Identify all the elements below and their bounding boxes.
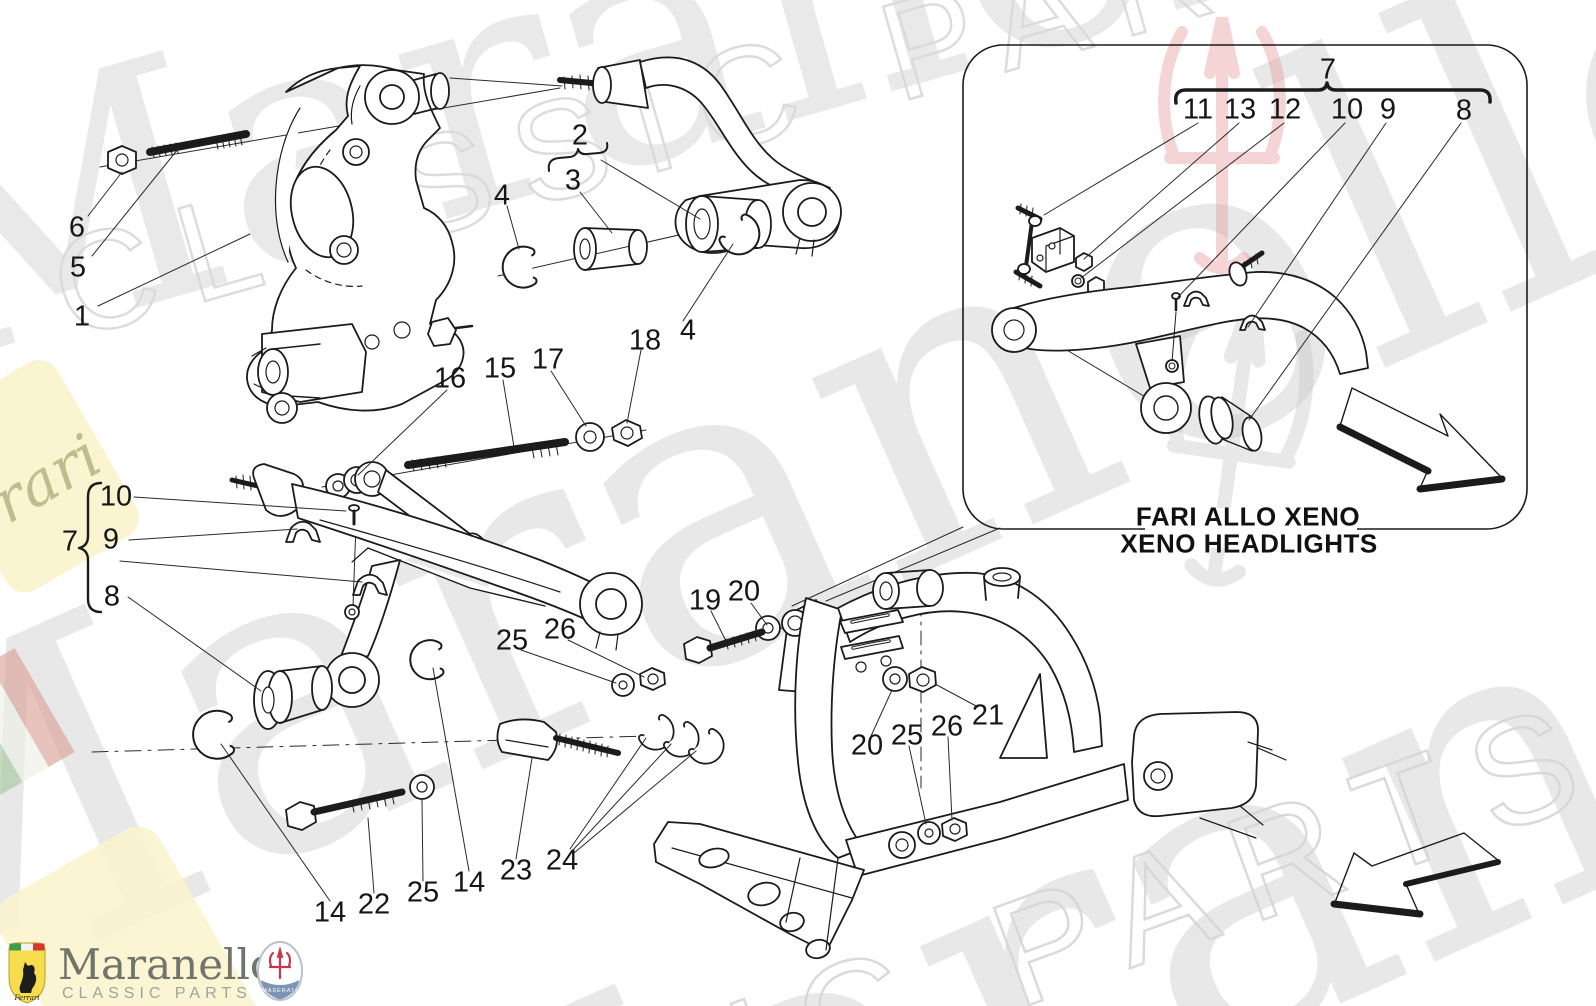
callout-26: 26	[930, 710, 964, 743]
lower-arm	[192, 463, 666, 760]
leader-lines	[87, 122, 1462, 902]
callout-4: 4	[679, 314, 697, 347]
maserati-badge-icon: MASERATI	[257, 941, 303, 1001]
direction-arrow-icon	[1330, 832, 1501, 918]
callout-26: 26	[543, 613, 577, 646]
upper-arm	[501, 56, 842, 289]
flag-watermark	[0, 648, 75, 797]
logo-brand-text: Maranello	[58, 940, 276, 989]
callout-16: 16	[433, 362, 467, 395]
callout-9: 9	[102, 523, 120, 556]
callout-15: 15	[483, 352, 517, 385]
callout-8: 8	[103, 580, 121, 613]
bottom-hardware	[285, 714, 725, 831]
knuckle-part	[246, 64, 474, 424]
callout-11: 11	[1182, 93, 1214, 126]
callout-25: 25	[890, 719, 924, 752]
subframe	[653, 567, 1287, 960]
maserati-label: MASERATI	[262, 988, 298, 994]
callout-12: 12	[1268, 93, 1302, 126]
ferrari-shield-watermark-bottom	[0, 826, 263, 1006]
inset-arrow-icon	[1336, 387, 1506, 493]
callout-19: 19	[688, 584, 722, 617]
braces	[77, 142, 609, 614]
callout-18: 18	[628, 324, 662, 357]
callout-10: 10	[1330, 93, 1364, 126]
logo-subtitle-text: CLASSIC PARTS	[62, 985, 252, 1002]
ferrari-shield-icon: Ferrari	[8, 942, 46, 1004]
callout-2: 2	[571, 119, 589, 152]
callout-22: 22	[357, 888, 391, 921]
callout-25: 25	[495, 624, 529, 657]
maranello-logo: Ferrari Maranello CLASSIC PARTS MASERATI	[6, 938, 316, 1004]
callout-9: 9	[1379, 93, 1397, 126]
callout-17: 17	[531, 343, 565, 376]
callout-14: 14	[313, 896, 347, 929]
callout-20: 20	[727, 575, 761, 608]
callout-7: 7	[61, 525, 79, 558]
callout-6: 6	[68, 211, 86, 244]
callout-10: 10	[99, 480, 133, 513]
callout-13: 13	[1223, 93, 1257, 126]
prancing-horse-icon	[19, 962, 37, 993]
linework-layer	[77, 44, 1528, 960]
callout-21: 21	[971, 699, 1005, 732]
callout-3: 3	[564, 164, 582, 197]
trident-icon	[268, 945, 292, 980]
callout-4: 4	[493, 179, 511, 212]
callout-1: 1	[73, 300, 91, 333]
callout-20: 20	[850, 729, 884, 762]
inset-caption-line2: XENO HEADLIGHTS	[1120, 528, 1378, 559]
callout-23: 23	[499, 854, 533, 887]
callout-7: 7	[1319, 53, 1337, 86]
callout-24: 24	[545, 844, 579, 877]
inset-caption-line1: FARI ALLO XENO	[1135, 501, 1361, 532]
ferrari-shield-watermark-mid: rari	[0, 360, 139, 593]
callout-25: 25	[406, 876, 440, 909]
callout-14: 14	[452, 866, 486, 899]
stud-and-nut	[107, 130, 250, 175]
ferrari-label: Ferrari	[13, 994, 39, 1002]
callout-8: 8	[1455, 94, 1473, 127]
trident-watermark-red	[1158, 16, 1286, 274]
callout-5: 5	[69, 251, 87, 284]
